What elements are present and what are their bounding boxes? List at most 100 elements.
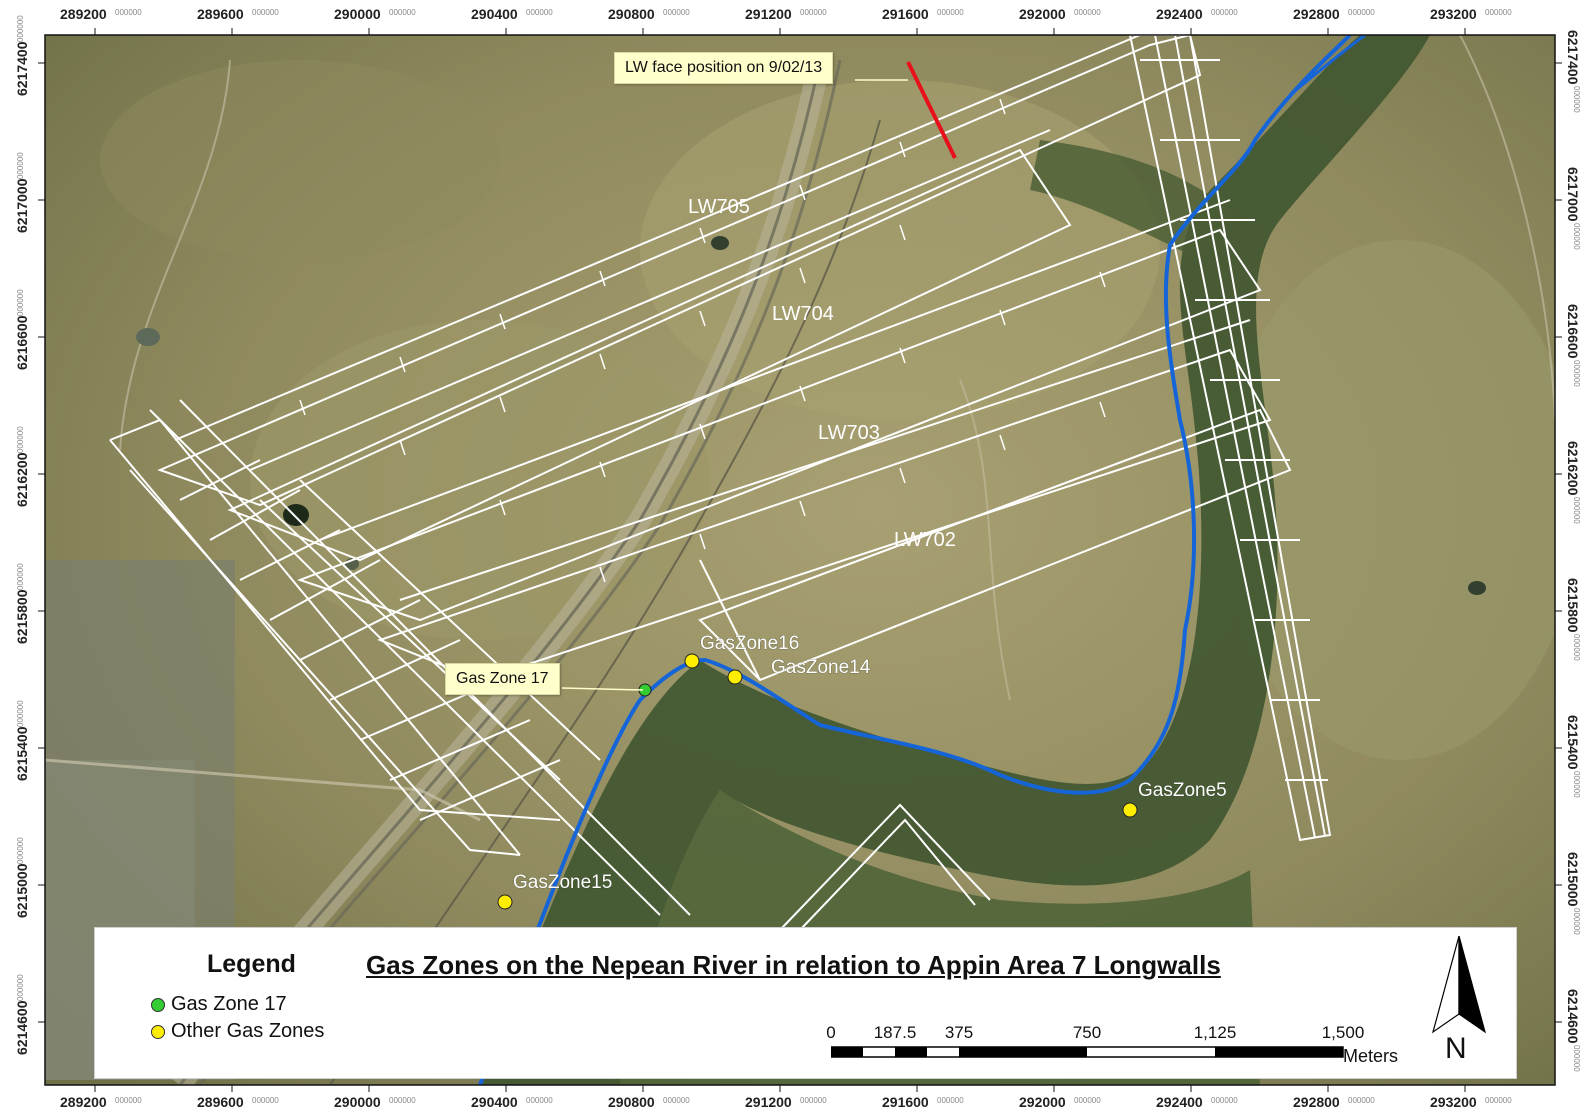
- gas-zone-16-label: GasZone16: [700, 633, 799, 654]
- scale-tick-label: 1,125: [1193, 1023, 1237, 1042]
- northing-label: 6217000: [1565, 167, 1581, 222]
- easting-label: 292000: [1019, 1094, 1066, 1110]
- legend-item-label: Other Gas Zones: [171, 1020, 325, 1042]
- northing-suffix: 000000: [1572, 908, 1581, 935]
- easting-label: 290000: [334, 1094, 381, 1110]
- gas-zone-5-marker[interactable]: [1122, 802, 1138, 818]
- northing-label: 6216600: [14, 315, 30, 370]
- easting-label: 289200: [60, 1094, 107, 1110]
- northing-suffix: 000000: [16, 15, 25, 42]
- easting-label: 289200: [60, 6, 107, 22]
- gas-zone-15-label: GasZone15: [513, 872, 612, 893]
- legend-item-other-gas-zones: Other Gas Zones: [151, 1020, 324, 1043]
- gas-zone-16-marker[interactable]: [684, 653, 700, 669]
- northing-label: 6215800: [14, 589, 30, 644]
- scale-tick-label: 375: [944, 1023, 974, 1042]
- easting-label: 290400: [471, 1094, 518, 1110]
- easting-label: 289600: [197, 6, 244, 22]
- easting-label: 292400: [1156, 6, 1203, 22]
- northing-label: 6216200: [1565, 441, 1581, 496]
- easting-label: 292800: [1293, 1094, 1340, 1110]
- easting-suffix: 000000: [1211, 8, 1238, 17]
- easting-suffix: 000000: [1074, 1096, 1101, 1105]
- green-dot-icon: [151, 997, 165, 1012]
- scale-tick-label: 187.5: [873, 1023, 917, 1042]
- northing-suffix: 000000: [16, 152, 25, 179]
- northing-label: 6216200: [14, 452, 30, 507]
- easting-label: 291200: [745, 1094, 792, 1110]
- northing-label: 6217000: [14, 178, 30, 233]
- nepean-river: [478, 35, 1352, 1085]
- panel-ticks: [299, 98, 1106, 583]
- easting-label: 289600: [197, 1094, 244, 1110]
- easting-labels-top: 289200 289600 290000 290400 290800 29120…: [60, 6, 1512, 22]
- easting-suffix: 000000: [389, 8, 416, 17]
- northing-suffix: 000000: [16, 289, 25, 316]
- lw704-label: LW704: [772, 303, 834, 325]
- northing-label: 6215400: [1565, 715, 1581, 770]
- lw-face-callout: LW face position on 9/02/13: [614, 52, 834, 84]
- scale-bar-graphic: [831, 1046, 1344, 1058]
- northing-suffix: 000000: [16, 563, 25, 590]
- northing-suffix: 000000: [16, 974, 25, 1001]
- easting-suffix: 000000: [800, 1096, 827, 1105]
- easting-label: 291200: [745, 6, 792, 22]
- northing-suffix: 000000: [1572, 497, 1581, 524]
- easting-label: 293200: [1430, 6, 1477, 22]
- easting-label: 292800: [1293, 6, 1340, 22]
- easting-label: 293200: [1430, 1094, 1477, 1110]
- gas-zone-5-label: GasZone5: [1138, 780, 1227, 801]
- northing-label: 6215800: [1565, 578, 1581, 633]
- easting-suffix: 000000: [252, 8, 279, 17]
- lw703-label: LW703: [818, 422, 880, 444]
- northing-labels-right: 6217400 6217000 6216600 6216200 6215800 …: [1565, 30, 1581, 1072]
- gas-zone-14-marker[interactable]: [727, 669, 743, 685]
- northing-suffix: 000000: [1572, 223, 1581, 250]
- easting-suffix: 000000: [1348, 1096, 1375, 1105]
- easting-suffix: 000000: [389, 1096, 416, 1105]
- gas-zone-14-label: GasZone14: [771, 657, 871, 678]
- lw-face-callout-text: LW face position on 9/02/13: [625, 59, 823, 76]
- legend-item-label: Gas Zone 17: [171, 993, 287, 1015]
- gas-zone-17-callout: Gas Zone 17: [445, 663, 560, 695]
- easting-label: 292400: [1156, 1094, 1203, 1110]
- legend-title: Legend: [207, 950, 296, 978]
- north-arrow: N: [1429, 935, 1493, 1070]
- easting-suffix: 000000: [663, 8, 690, 17]
- yellow-dot-icon: [151, 1024, 165, 1039]
- lw702-label: LW702: [894, 529, 956, 551]
- easting-suffix: 000000: [526, 8, 553, 17]
- easting-label: 291600: [882, 1094, 929, 1110]
- northing-label: 6217400: [1565, 30, 1581, 85]
- northing-suffix: 000000: [16, 700, 25, 727]
- northing-suffix: 000000: [16, 426, 25, 453]
- legend-panel: Legend Gas Zone 17 Other Gas Zones Gas Z…: [94, 927, 1517, 1079]
- north-label: N: [1445, 1032, 1467, 1065]
- easting-suffix: 000000: [1485, 8, 1512, 17]
- northing-suffix: 000000: [1572, 771, 1581, 798]
- lw-face-line: [906, 61, 957, 159]
- easting-label: 291600: [882, 6, 929, 22]
- map-title: Gas Zones on the Nepean River in relatio…: [366, 950, 1221, 980]
- northing-label: 6214600: [1565, 989, 1581, 1044]
- gas-zone-15-marker[interactable]: [497, 894, 513, 910]
- easting-label: 290800: [608, 1094, 655, 1110]
- easting-suffix: 000000: [115, 8, 142, 17]
- easting-suffix: 000000: [526, 1096, 553, 1105]
- northing-label: 6216600: [1565, 304, 1581, 359]
- northing-label: 6215000: [1565, 852, 1581, 907]
- north-arrow-icon: [1431, 935, 1487, 1034]
- northing-label: 6215000: [14, 863, 30, 918]
- easting-label: 292000: [1019, 6, 1066, 22]
- easting-label: 290400: [471, 6, 518, 22]
- northing-suffix: 000000: [1572, 634, 1581, 661]
- easting-suffix: 000000: [1348, 8, 1375, 17]
- easting-label: 290800: [608, 6, 655, 22]
- forest-gorge: [480, 35, 1430, 1085]
- scale-units: Meters: [1343, 1046, 1399, 1066]
- northing-suffix: 000000: [1572, 360, 1581, 387]
- legend-item-gas-zone-17: Gas Zone 17: [151, 993, 287, 1016]
- northing-label: 6215400: [14, 726, 30, 781]
- northing-suffix: 000000: [1572, 86, 1581, 113]
